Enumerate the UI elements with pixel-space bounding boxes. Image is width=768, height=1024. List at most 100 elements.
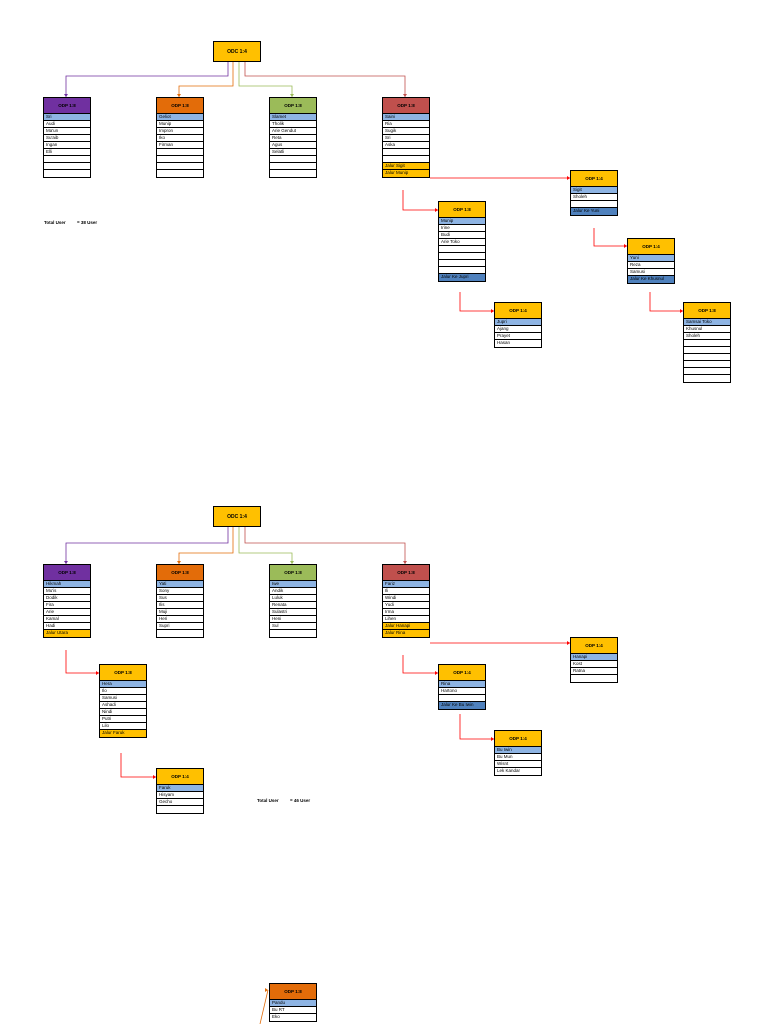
odp-user-row <box>684 347 730 354</box>
odp-title: ODP 1:4 <box>157 769 203 785</box>
odp-user-row: Ilo <box>100 688 146 695</box>
odp-title: ODP 1:8 <box>44 98 90 114</box>
odp-user-row <box>439 246 485 253</box>
odp-route-row: Jalur Ke Bu Iwin <box>439 702 485 709</box>
odp-user-row: Yudi <box>383 602 429 609</box>
odp-user-row: Ria <box>383 121 429 128</box>
odp-user-row: Pandu <box>270 1000 316 1007</box>
odp-title: ODP 1:4 <box>571 171 617 187</box>
odp-route-row: Jalur Faruk <box>100 730 146 737</box>
odp-route-row: Jalur Ke Yuni <box>571 208 617 215</box>
odp-user-row: Kost <box>571 661 617 668</box>
odp-user-row <box>684 361 730 368</box>
odp-title: ODP 1:8 <box>157 565 203 581</box>
odp-user-row <box>270 163 316 170</box>
link-jalur <box>402 190 438 211</box>
odp-user-row <box>44 156 90 163</box>
odp-user-row <box>157 156 203 163</box>
odp-user-row: Arie Toko <box>439 239 485 246</box>
odp-user-row: Lilo <box>100 723 146 730</box>
odp-user-row: Sri <box>383 135 429 142</box>
odp-user-row: Tholik <box>270 121 316 128</box>
odp-user-row: Munip <box>439 218 485 225</box>
total-user-label: Total User <box>44 220 66 225</box>
odp-user-row: Windi <box>383 595 429 602</box>
odp-user-row: Bu Iwin <box>495 747 541 754</box>
odc-node[interactable]: ODC 1:4 <box>213 41 261 62</box>
odp-user-row: Heni <box>270 616 316 623</box>
odp-user-row: Reta <box>270 135 316 142</box>
odp-user-row: Ajang <box>495 326 541 333</box>
odp-user-row: Heri <box>157 616 203 623</box>
total-user-value: = 38 User <box>76 220 98 225</box>
odp-user-row: Irma <box>383 609 429 616</box>
odp-user-row: Wisnt <box>495 761 541 768</box>
odp-title: ODP 1:4 <box>628 239 674 255</box>
odp-route-row: Jalur Ke Khusnul <box>628 276 674 283</box>
odc-node[interactable]: ODC 1:4 <box>213 506 261 527</box>
odp-user-row: Agus <box>270 142 316 149</box>
odp-title: ODP 1:8 <box>270 984 316 1000</box>
odp-user-row: Selatli <box>270 149 316 156</box>
odp-route-row: Jalur Ke Jupri <box>439 274 485 281</box>
odp-user-row: Sholeh <box>684 333 730 340</box>
link-odc-odp <box>244 62 406 97</box>
link-odc-odp <box>244 527 406 564</box>
odp-user-row: Sugik <box>383 128 429 135</box>
odp-user-row: Kamal <box>44 616 90 623</box>
total-user: Total User = 38 User <box>44 220 97 225</box>
odp-user-row: Ma'un <box>44 128 90 135</box>
odp-user-row <box>270 170 316 177</box>
odp-user-row: Audi <box>44 121 90 128</box>
odp-title: ODP 1:8 <box>383 98 429 114</box>
link-jalur <box>65 650 99 674</box>
odp-user-row: Munip <box>157 121 203 128</box>
odp-user-row: Arie Gendut <box>270 128 316 135</box>
link-odc-odp <box>178 527 234 564</box>
odp-user-row: Lihen <box>383 616 429 623</box>
odp-user-row: Sony <box>157 588 203 595</box>
odp-user-row <box>684 354 730 361</box>
link-jalur <box>649 292 683 312</box>
odp-user-row: Sigit <box>571 187 617 194</box>
odp-route-row: Jalur Sigit <box>383 163 429 170</box>
link-odc-odp <box>65 527 229 564</box>
odp-user-row: Samusi <box>100 695 146 702</box>
odp-user-row: Hikmah <box>44 581 90 588</box>
odp-user-row <box>44 163 90 170</box>
odp-user-row <box>684 375 730 382</box>
odp-title: ODP 1:4 <box>495 303 541 319</box>
odp-user-row <box>571 201 617 208</box>
arrow-head-icon <box>265 988 268 992</box>
odp-user-row: Iwe <box>270 581 316 588</box>
odp-user-row: Andik <box>270 588 316 595</box>
odp-user-row: Aska <box>383 142 429 149</box>
odp-user-row: Ilis <box>157 602 203 609</box>
odp-user-row: Khusnul <box>684 326 730 333</box>
odp-user-row: Impron <box>157 128 203 135</box>
odp-user-row: Sholeh <box>571 194 617 201</box>
odp-user-row: Fira <box>44 602 90 609</box>
odp-user-row: Yuni <box>628 255 674 262</box>
odp-user-row: Iko <box>157 135 203 142</box>
odp-user-row <box>157 163 203 170</box>
